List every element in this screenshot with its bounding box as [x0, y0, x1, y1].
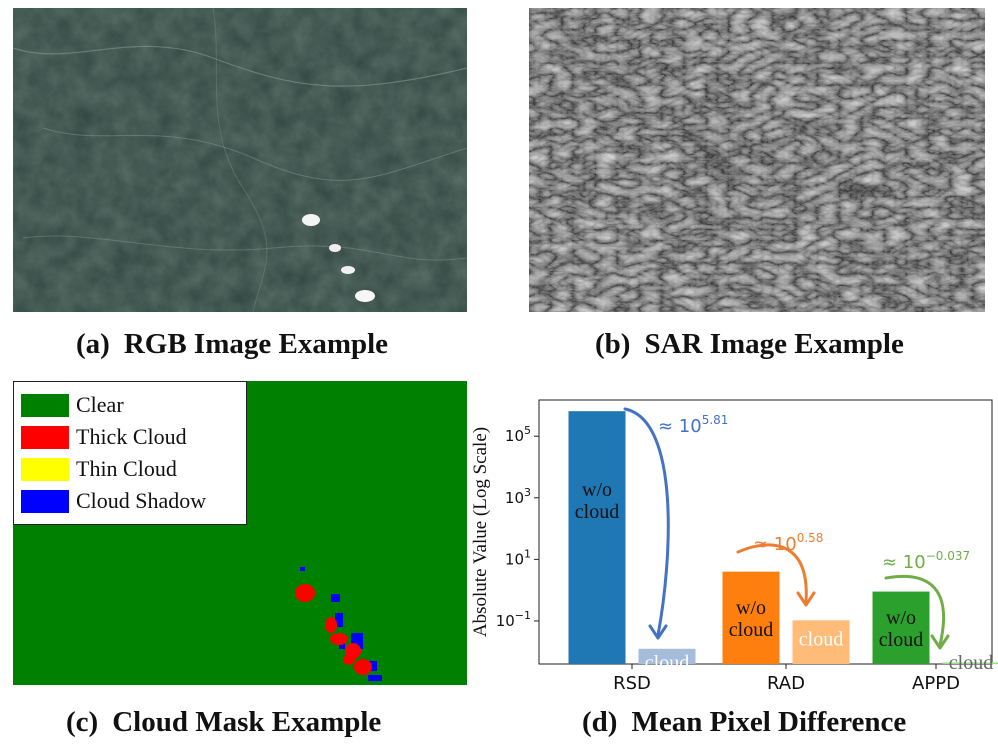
- y-tick-label: 10−1: [496, 609, 531, 630]
- legend-swatch-thick-cloud: [21, 425, 69, 449]
- sar-image-texture: [529, 8, 985, 312]
- caption-title: Mean Pixel Difference: [631, 706, 907, 738]
- x-tick-label: RAD: [767, 673, 805, 694]
- bar-cloud-rsd: [638, 648, 696, 664]
- cloud-mask-blobs: [295, 567, 382, 681]
- bar-label: w/o: [582, 479, 612, 501]
- bar-label: cloud: [729, 619, 773, 641]
- legend-item-cloud-shadow: Cloud Shadow: [21, 488, 206, 514]
- legend-item-thick-cloud: Thick Cloud: [21, 424, 187, 450]
- legend-item-thin-cloud: Thin Cloud: [21, 456, 177, 482]
- caption-title: Cloud Mask Example: [112, 706, 382, 738]
- bar-wo-cloud-rsd: [568, 411, 626, 664]
- caption-tag: (a): [76, 328, 110, 360]
- bar-cloud-appd: [942, 662, 998, 664]
- annotation-arrow-head: [930, 634, 950, 650]
- legend-label: Thick Cloud: [76, 424, 187, 449]
- sar-image: [529, 8, 985, 312]
- cloud-mask-legend: Clear Thick Cloud Thin Cloud Cloud Shado…: [13, 381, 247, 525]
- rgb-image: [13, 8, 467, 312]
- caption-b: (b) SAR Image Example: [595, 328, 904, 361]
- legend-item-clear: Clear: [21, 392, 124, 418]
- caption-title: RGB Image Example: [123, 328, 389, 360]
- caption-tag: (c): [66, 706, 99, 738]
- caption-c: (c) Cloud Mask Example: [66, 706, 381, 739]
- legend-label: Cloud Shadow: [76, 488, 207, 513]
- caption-a: (a) RGB Image Example: [76, 328, 388, 361]
- annotation-label: ≈ 105.81: [658, 413, 728, 437]
- y-axis-label: Absolute Value (Log Scale): [470, 427, 491, 637]
- caption-tag: (b): [595, 328, 631, 360]
- annotation-label: ≈ 100.58: [753, 531, 823, 555]
- caption-d: (d) Mean Pixel Difference: [582, 706, 906, 739]
- bar-label: w/o: [736, 597, 766, 619]
- annotation-arrow-head: [796, 591, 816, 607]
- bar-label: w/o: [886, 607, 916, 629]
- y-tick-label: 103: [505, 486, 531, 507]
- legend-label: Thin Cloud: [76, 456, 177, 481]
- y-tick-label: 101: [505, 547, 531, 568]
- bar-label: cloud: [575, 501, 619, 523]
- rgb-image-texture: [13, 8, 467, 312]
- bar-label: cloud: [645, 652, 689, 674]
- legend-label: Clear: [76, 392, 124, 417]
- bar-cloud-rad: [792, 620, 850, 664]
- legend-swatch-clear: [21, 393, 69, 417]
- legend-swatch-thin-cloud: [21, 457, 69, 481]
- annotation-arrow: [884, 574, 946, 647]
- bar-label: cloud: [949, 652, 993, 674]
- annotation-label: ≈ 10−0.037: [882, 549, 970, 573]
- x-tick-label: RSD: [613, 673, 651, 694]
- y-tick-label: 105: [505, 424, 531, 445]
- annotation-arrow-head: [648, 624, 668, 640]
- annotation-arrow: [623, 407, 670, 637]
- bar-label: cloud: [799, 628, 843, 650]
- caption-tag: (d): [582, 706, 618, 738]
- annotation-arrow: [736, 543, 808, 604]
- x-tick-label: APPD: [912, 673, 960, 694]
- bar-label: cloud: [879, 629, 923, 651]
- bar-wo-cloud-rad: [722, 571, 780, 664]
- legend-swatch-cloud-shadow: [21, 489, 69, 513]
- caption-title: SAR Image Example: [644, 328, 904, 360]
- bar-wo-cloud-appd: [872, 591, 930, 664]
